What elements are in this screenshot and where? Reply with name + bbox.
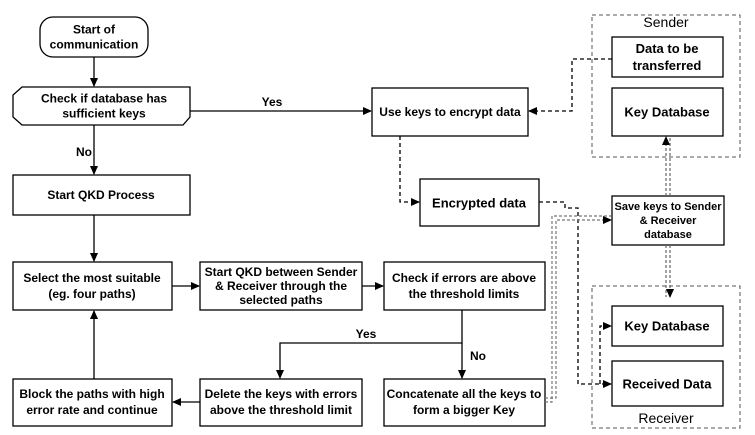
receiver-key-database-node bbox=[611, 305, 724, 347]
concatenate-keys-node bbox=[383, 378, 546, 427]
data-to-transfer-label: Data to be transferred bbox=[633, 41, 702, 73]
check-errors-label-line-2: the threshold limits bbox=[409, 287, 520, 301]
save-keys-label: Save keys to Sender & Receiver database bbox=[614, 201, 722, 241]
delete-keys-node bbox=[199, 378, 363, 427]
data-to-transfer-label-line-1: Data to be bbox=[636, 41, 699, 56]
receiver-key-database-label: Key Database bbox=[624, 319, 709, 334]
start-qkd-between-label-line-2: & Receiver through the bbox=[215, 279, 347, 293]
check-errors-label: Check if errors are above the threshold l… bbox=[392, 271, 536, 301]
edge-check-errors-to-delete bbox=[276, 310, 463, 379]
no-label-left: No bbox=[76, 145, 92, 159]
encrypted-data-node bbox=[419, 178, 540, 227]
use-keys-label-line-1: Use keys to encrypt data bbox=[379, 105, 521, 119]
encrypted-data-label-line-1: Encrypted data bbox=[432, 196, 527, 211]
delete-keys-label-line-1: Delete the keys with errors bbox=[205, 387, 358, 401]
concatenate-keys-label-line-2: form a bigger Key bbox=[413, 403, 515, 417]
sender-key-database-label-line-1: Key Database bbox=[624, 105, 709, 120]
edge-concatenate-to-save-outer bbox=[545, 215, 611, 403]
start-qkd-between-node bbox=[199, 261, 363, 311]
block-paths-node bbox=[12, 378, 173, 427]
edge-concatenate-to-save-inner bbox=[545, 216, 612, 399]
edge-encrypted-to-received bbox=[539, 201, 612, 388]
start-qkd-between-label-line-3: selected paths bbox=[239, 293, 323, 307]
start-qkd-node bbox=[12, 174, 191, 216]
start-label-line-1: Start of bbox=[73, 23, 116, 37]
yes-label-top: Yes bbox=[262, 95, 283, 109]
start-label-line-2: communication bbox=[50, 38, 139, 52]
block-paths-label: Block the paths with high error rate and … bbox=[19, 387, 164, 417]
use-keys-label: Use keys to encrypt data bbox=[379, 105, 521, 119]
save-keys-node bbox=[611, 195, 725, 246]
delete-keys-label: Delete the keys with errors above the thr… bbox=[205, 387, 358, 417]
received-data-label: Received Data bbox=[623, 377, 713, 392]
delete-keys-label-line-2: above the threshold limit bbox=[210, 403, 352, 417]
received-data-node bbox=[611, 360, 724, 407]
edge-received-to-key-db bbox=[599, 322, 612, 384]
save-keys-label-line-3: database bbox=[644, 229, 692, 241]
data-to-transfer-label-line-2: transferred bbox=[633, 58, 702, 73]
concatenate-keys-label-line-1: Concatenate all the keys to bbox=[387, 387, 542, 401]
encrypted-data-label: Encrypted data bbox=[432, 196, 527, 211]
start-qkd-label: Start QKD Process bbox=[47, 188, 155, 202]
sender-key-database-node bbox=[611, 87, 724, 137]
check-database-label-line-1: Check if database has bbox=[41, 92, 167, 106]
sender-key-database-label: Key Database bbox=[624, 105, 709, 120]
yes-label-mid: Yes bbox=[356, 327, 377, 341]
concatenate-keys-label: Concatenate all the keys to form a bigger… bbox=[387, 387, 542, 417]
start-qkd-label-line-1: Start QKD Process bbox=[47, 188, 155, 202]
sender-group-title: Sender bbox=[643, 14, 688, 30]
select-paths-label-line-1: Select the most suitable bbox=[23, 271, 161, 285]
receiver-key-database-label-line-1: Key Database bbox=[624, 319, 709, 334]
check-errors-label-line-1: Check if errors are above bbox=[392, 271, 536, 285]
start-qkd-between-label: Start QKD between Sender& Receiver throu… bbox=[205, 265, 358, 307]
receiver-group-title: Receiver bbox=[638, 410, 694, 426]
start-qkd-between-label-line-1: Start QKD between Sender bbox=[205, 265, 358, 279]
select-paths-label-line-2: (eg. four paths) bbox=[48, 287, 135, 301]
data-to-transfer-node bbox=[611, 36, 724, 78]
save-keys-label-line-2: & Receiver bbox=[640, 215, 698, 227]
check-errors-node bbox=[383, 261, 546, 311]
save-keys-label-line-1: Save keys to Sender bbox=[614, 201, 722, 213]
received-data-label-line-1: Received Data bbox=[623, 377, 713, 392]
use-keys-node bbox=[371, 87, 529, 137]
check-database-label-line-2: sufficient keys bbox=[62, 107, 146, 121]
edge-data-to-use-keys bbox=[528, 58, 612, 115]
check-database-node bbox=[12, 86, 191, 126]
sender-group bbox=[591, 14, 741, 158]
block-paths-label-line-1: Block the paths with high bbox=[19, 387, 164, 401]
block-paths-label-line-2: error rate and continue bbox=[26, 403, 158, 417]
edge-use-keys-to-encrypted bbox=[399, 136, 420, 206]
no-label-mid: No bbox=[470, 349, 486, 363]
select-paths-label: Select the most suitable (eg. four paths) bbox=[23, 271, 161, 301]
select-paths-node bbox=[12, 261, 173, 311]
